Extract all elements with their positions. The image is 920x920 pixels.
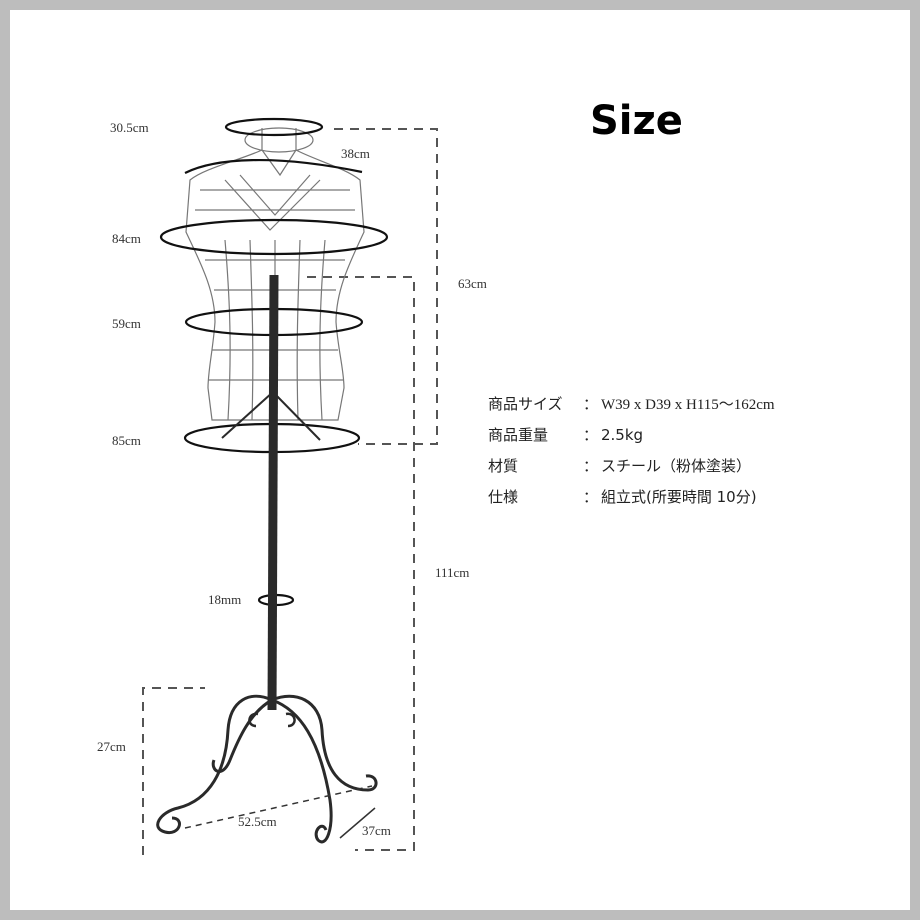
- spec-row-assembly: 仕様 ： 組立式(所要時間 10分): [488, 481, 775, 512]
- spec-value: 組立式(所要時間 10分): [601, 488, 757, 506]
- torso-height-label: 63cm: [458, 276, 487, 291]
- waist-dimension-label: 59cm: [112, 316, 141, 331]
- spec-row-material: 材質 ： スチール（粉体塗装）: [488, 450, 775, 481]
- spec-value: W39 x D39 x H115〜162cm: [601, 397, 775, 413]
- spec-label: 商品重量: [488, 426, 549, 444]
- bust-ring: [159, 218, 389, 256]
- spec-value: 2.5kg: [601, 425, 644, 444]
- product-size-panel: [10, 10, 910, 910]
- spec-row-size: 商品サイズ ： W39 x D39 x H115〜162cm: [488, 388, 775, 419]
- spec-separator: ：: [583, 426, 599, 444]
- spec-table: 商品サイズ ： W39 x D39 x H115〜162cm 商品重量 ： 2.…: [488, 388, 775, 512]
- base-measure-lines: [184, 785, 376, 839]
- torso-height-guide: [334, 128, 438, 445]
- base-depth-label: 37cm: [362, 823, 391, 838]
- base-width-label: 52.5cm: [238, 814, 277, 829]
- spec-separator: ：: [583, 395, 599, 413]
- pole-height-label: 111cm: [435, 565, 470, 580]
- spec-label: 商品サイズ: [488, 395, 563, 413]
- spec-row-weight: 商品重量 ： 2.5kg: [488, 419, 775, 450]
- neck-dimension-label: 30.5cm: [110, 120, 149, 135]
- size-title: Size: [590, 98, 683, 144]
- shoulder-dimension-label: 38cm: [341, 146, 370, 161]
- pole-diameter-label: 18mm: [208, 592, 242, 607]
- dimension-guides: [142, 128, 438, 855]
- pole-height-guide: [307, 276, 415, 851]
- neck-ring: [224, 117, 324, 137]
- base-height-guide: [142, 687, 205, 855]
- shoulder-arc: [184, 159, 363, 174]
- spec-value: スチール（粉体塗装）: [601, 457, 752, 475]
- stand: [156, 274, 378, 844]
- hip-dimension-label: 85cm: [112, 433, 141, 448]
- bust-dimension-label: 84cm: [112, 231, 141, 246]
- spec-separator: ：: [583, 457, 599, 475]
- base-height-label: 27cm: [97, 739, 126, 754]
- spec-separator: ：: [583, 488, 599, 506]
- pole: [267, 274, 279, 711]
- spec-label: 仕様: [488, 488, 519, 506]
- spec-label: 材質: [488, 457, 519, 475]
